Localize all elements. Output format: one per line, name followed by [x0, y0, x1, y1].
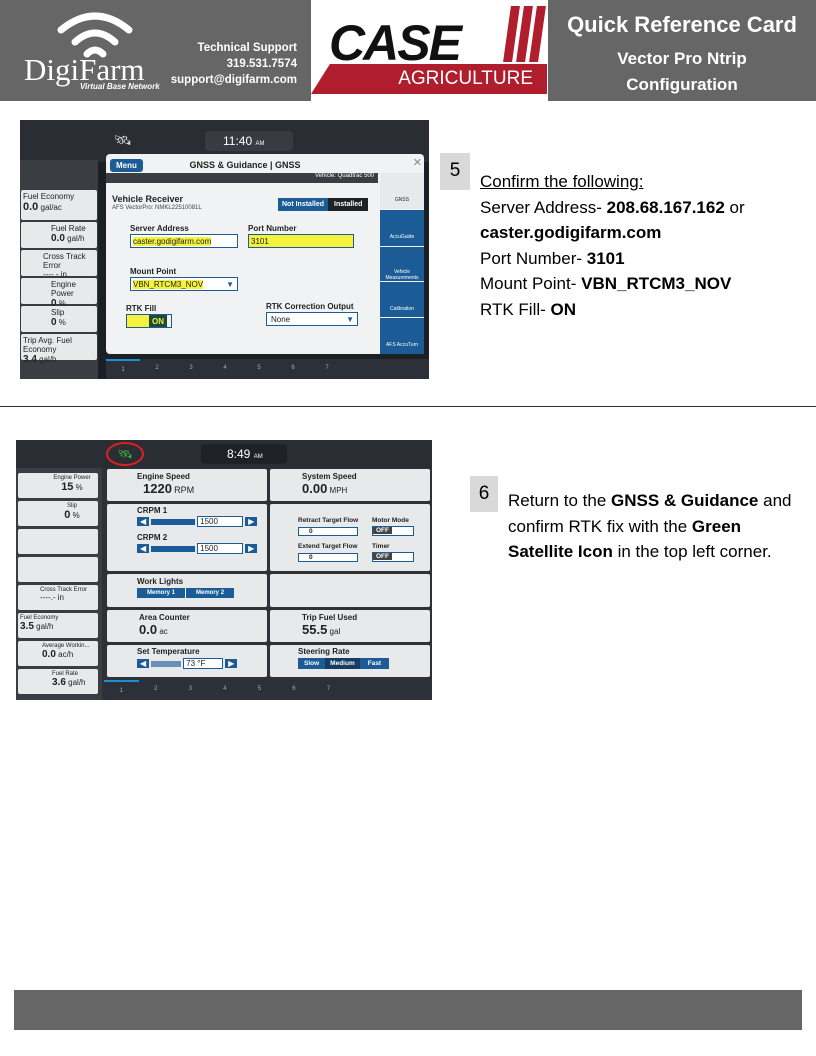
header-left: DigiFarm Virtual Base Network Technical …: [0, 0, 311, 101]
steering-slow-button[interactable]: Slow: [298, 658, 326, 669]
step-5-instructions: Confirm the following: Server Address- 2…: [480, 172, 745, 319]
side-tabs: GNSS AccuGuide Vehicle Measurements Cali…: [380, 173, 424, 354]
tab-vehicle-measurements[interactable]: Vehicle Measurements: [380, 246, 424, 281]
dialog-title: GNSS & Guidance | GNSS: [189, 160, 301, 170]
memory-2-button[interactable]: Memory 2: [186, 588, 235, 598]
page-subtitle-2: Configuration: [626, 75, 738, 94]
steering-medium-button[interactable]: Medium: [325, 658, 360, 669]
green-satellite-icon[interactable]: 🛰: [106, 442, 144, 466]
ih-mark-icon: [503, 6, 546, 62]
case-ih-logo: CASE AGRICULTURE: [311, 0, 548, 101]
memory-1-button[interactable]: Memory 1: [137, 588, 187, 598]
clock: 11:40 AM: [205, 131, 293, 151]
page-bar: 1 2 3 4 5 6 7: [104, 680, 432, 700]
clock: 8:49 AM: [201, 444, 287, 464]
support-email: support@digifarm.com: [170, 74, 297, 86]
tab-afs-accuturn[interactable]: AFS AccuTurn: [380, 318, 424, 354]
crpm2-slider[interactable]: ◀1500▶: [137, 543, 267, 554]
tab-gnss[interactable]: GNSS: [380, 173, 424, 209]
gnss-dialog: Menu GNSS & Guidance | GNSS ✕ Vehicle: Q…: [106, 154, 424, 354]
header-title-block: Quick Reference Card Vector Pro Ntrip Co…: [548, 0, 816, 101]
page-subtitle-1: Vector Pro Ntrip: [617, 49, 747, 68]
steering-fast-button[interactable]: Fast: [359, 658, 390, 669]
chevron-down-icon: ▼: [346, 315, 354, 324]
set-temperature-tile: Set Temperature ◀73 °F▶: [107, 645, 267, 677]
footer-bar: [14, 990, 802, 1030]
rtk-fill-toggle[interactable]: ON: [126, 314, 172, 328]
step-5-badge: 5: [440, 153, 470, 190]
page-title: Quick Reference Card: [567, 12, 797, 37]
hydraulic-tile: Retract Target Flow 0 Extend Target Flow…: [270, 504, 430, 571]
close-icon[interactable]: ✕: [412, 157, 422, 169]
mount-point-dropdown[interactable]: VBN_RTCM3_NOV▼: [130, 277, 238, 291]
crpm-tile: CRPM 1 ◀1500▶ CRPM 2 ◀1500▶: [107, 504, 267, 571]
menu-button[interactable]: Menu: [110, 159, 143, 172]
step-6-instructions: Return to the GNSS & Guidance and confir…: [508, 491, 792, 561]
digifarm-tagline: Virtual Base Network: [80, 82, 160, 91]
tab-accuguide[interactable]: AccuGuide: [380, 209, 424, 246]
receiver-title: Vehicle Receiver: [112, 194, 184, 204]
timer-toggle[interactable]: OFF: [372, 552, 414, 562]
temperature-slider[interactable]: ◀73 °F▶: [137, 658, 267, 669]
port-number-field[interactable]: 3101: [248, 234, 354, 248]
case-ih-sub: AGRICULTURE: [311, 64, 547, 94]
wifi-logo-icon: [57, 12, 133, 58]
support-info: Technical Support 319.531.7574 support@d…: [171, 40, 297, 88]
crpm1-slider[interactable]: ◀1500▶: [137, 516, 267, 527]
chevron-down-icon: ▼: [226, 280, 234, 289]
tab-calibration[interactable]: Calibration: [380, 281, 424, 318]
satellite-warning-icon: 🛰: [114, 132, 132, 148]
support-title: Technical Support: [197, 42, 297, 54]
install-toggle[interactable]: Not Installed Installed: [278, 198, 369, 211]
rtk-output-dropdown[interactable]: None▼: [266, 312, 358, 326]
remotes-tile: [270, 574, 430, 607]
step-6-badge: 6: [470, 476, 498, 512]
page-bar: 1 2 3 4 5 6 7: [106, 359, 429, 379]
support-phone: 319.531.7574: [226, 58, 297, 70]
motor-mode-toggle[interactable]: OFF: [372, 526, 414, 536]
server-address-field[interactable]: caster.godigifarm.com: [130, 234, 238, 248]
digifarm-logo: DigiFarm: [24, 52, 145, 87]
divider: [0, 406, 816, 407]
status-bar: 🛰 8:49 AM: [16, 440, 432, 468]
